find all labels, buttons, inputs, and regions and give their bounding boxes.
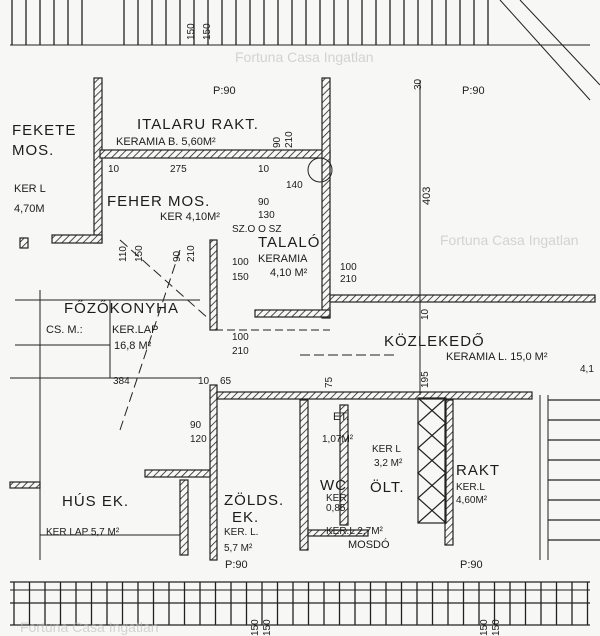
room-fozokonyha-floor2: KER.LAP xyxy=(112,324,158,336)
dimension-label: 150 xyxy=(479,619,490,636)
room-talalo-area: 4,10 M² xyxy=(270,267,308,279)
room-feher-name: FEHER MOS. xyxy=(107,193,210,210)
dimension-label: 4,1 xyxy=(580,364,594,375)
dimension-label: 275 xyxy=(170,164,187,175)
room-et-name: ET. xyxy=(333,411,349,423)
room-kozlekedo-floor: KERAMIA L. 15,0 M² xyxy=(446,351,548,363)
dimension-label: 90 xyxy=(272,136,283,148)
thin-lines xyxy=(10,0,600,591)
room-fekete-name: FEKETE xyxy=(12,122,76,139)
room-fekete-area: 4,70M xyxy=(14,203,45,215)
room-italaru-name: ITALARU RAKT. xyxy=(137,116,259,133)
dimension-label: 195 xyxy=(420,371,431,388)
room-italaru-floor: KERAMIA B. 5,60M² xyxy=(116,136,216,148)
room-wc-name: WC xyxy=(320,477,347,494)
dimension-label: 150 xyxy=(202,23,213,40)
door-label: P:90 xyxy=(460,559,483,571)
dimension-label: 150 xyxy=(262,619,273,636)
dimension-label: 10 xyxy=(108,164,120,175)
room-zolds-name2: EK. xyxy=(232,509,259,526)
room-mosdo-floor: KER.L 2,7M² xyxy=(326,526,384,537)
dimension-label: 90 xyxy=(258,197,270,208)
walls xyxy=(9,77,596,561)
shaft xyxy=(417,397,447,524)
watermark: Fortuna Casa Ingatlan xyxy=(440,232,579,248)
dimension-label: 150 xyxy=(491,619,502,636)
dimension-label: 210 xyxy=(232,346,249,357)
dimension-label: 120 xyxy=(190,434,207,445)
room-feher-note: SZ.O O SZ xyxy=(232,224,281,235)
dimension-label: 150 xyxy=(134,245,145,262)
room-feher-floor: KER 4,10M² xyxy=(160,211,220,223)
room-hus-name: HÚS EK. xyxy=(62,493,129,510)
facade-grid-lines xyxy=(10,0,600,626)
dimension-label: 150 xyxy=(186,23,197,40)
door-label: P:90 xyxy=(225,559,248,571)
dimension-label: 403 xyxy=(421,187,433,205)
room-olt-floor: KER L xyxy=(372,444,401,455)
watermark: Fortuna Casa Ingatlan xyxy=(235,49,374,65)
room-talalo-floor: KERAMIA xyxy=(258,253,308,265)
dimension-label: 100 xyxy=(232,257,249,268)
watermarks: Fortuna Casa Ingatlan Fortuna Casa Ingat… xyxy=(20,49,579,635)
room-fekete-floor: KER L xyxy=(14,183,46,195)
door-label: P:90 xyxy=(462,85,485,97)
room-rakt-floor: KER.L xyxy=(456,482,485,493)
room-kozlekedo-name: KÖZLEKEDŐ xyxy=(384,332,485,350)
room-rakt-area: 4,60M² xyxy=(456,495,488,506)
room-fozokonyha-area: 16,8 M² xyxy=(114,340,152,352)
dimension-label: 150 xyxy=(232,272,249,283)
dimension-label: 140 xyxy=(286,180,303,191)
dimension-label: 210 xyxy=(340,274,357,285)
room-talalo-name: TALALÓ xyxy=(258,234,320,251)
room-hus-floor: KER LAP 5,7 M² xyxy=(46,527,120,538)
dimension-label: 100 xyxy=(340,262,357,273)
door-label: P:90 xyxy=(213,85,236,97)
dimension-label: 10 xyxy=(420,308,431,320)
room-olt-area: 3,2 M² xyxy=(374,458,403,469)
dimension-label: 210 xyxy=(284,131,295,148)
dimension-label: 100 xyxy=(232,332,249,343)
room-fozokonyha-floor1: CS. M.: xyxy=(46,324,83,336)
dimension-label: 110 xyxy=(118,246,129,262)
dimension-label: 90 xyxy=(172,250,183,262)
dimension-label: 10 xyxy=(258,164,270,175)
room-rakt-name: RAKT xyxy=(456,462,500,479)
watermark: Fortuna Casa Ingatlan xyxy=(20,619,159,635)
dimension-label: 10 xyxy=(198,376,210,387)
room-wc-floor: KER. xyxy=(326,493,349,504)
room-wc-area: 0,85 xyxy=(326,503,346,514)
room-mosdo-name: MOSDÓ xyxy=(348,538,390,551)
dimension-label: 30 xyxy=(413,78,424,90)
dimension-label: 130 xyxy=(258,210,275,221)
dimension-label: 75 xyxy=(324,376,335,388)
room-fozokonyha-name: FŐZŐKONYHA xyxy=(64,300,179,317)
room-et-area: 1,07M² xyxy=(322,434,354,445)
room-zolds-floor: KER. L. xyxy=(224,527,258,538)
room-labels: ITALARU RAKT. KERAMIA B. 5,60M² FEKETE M… xyxy=(12,116,548,554)
room-fekete-name2: MOS. xyxy=(12,142,54,159)
dimension-label: 384 xyxy=(113,376,130,387)
dimension-label: 150 xyxy=(250,619,261,636)
room-olt-name: ÖLT. xyxy=(370,478,405,496)
dimension-label: 210 xyxy=(186,245,197,262)
door-labels: P:90 P:90 P:90 P:90 xyxy=(213,85,485,571)
room-zolds-name: ZÖLDS. xyxy=(224,491,284,509)
dimension-label: 90 xyxy=(190,420,202,431)
dimension-label: 65 xyxy=(220,376,232,387)
dimension-labels: 150 150 10 275 10 140 90 130 90 210 110 … xyxy=(108,23,594,636)
room-zolds-area: 5,7 M² xyxy=(224,543,253,554)
